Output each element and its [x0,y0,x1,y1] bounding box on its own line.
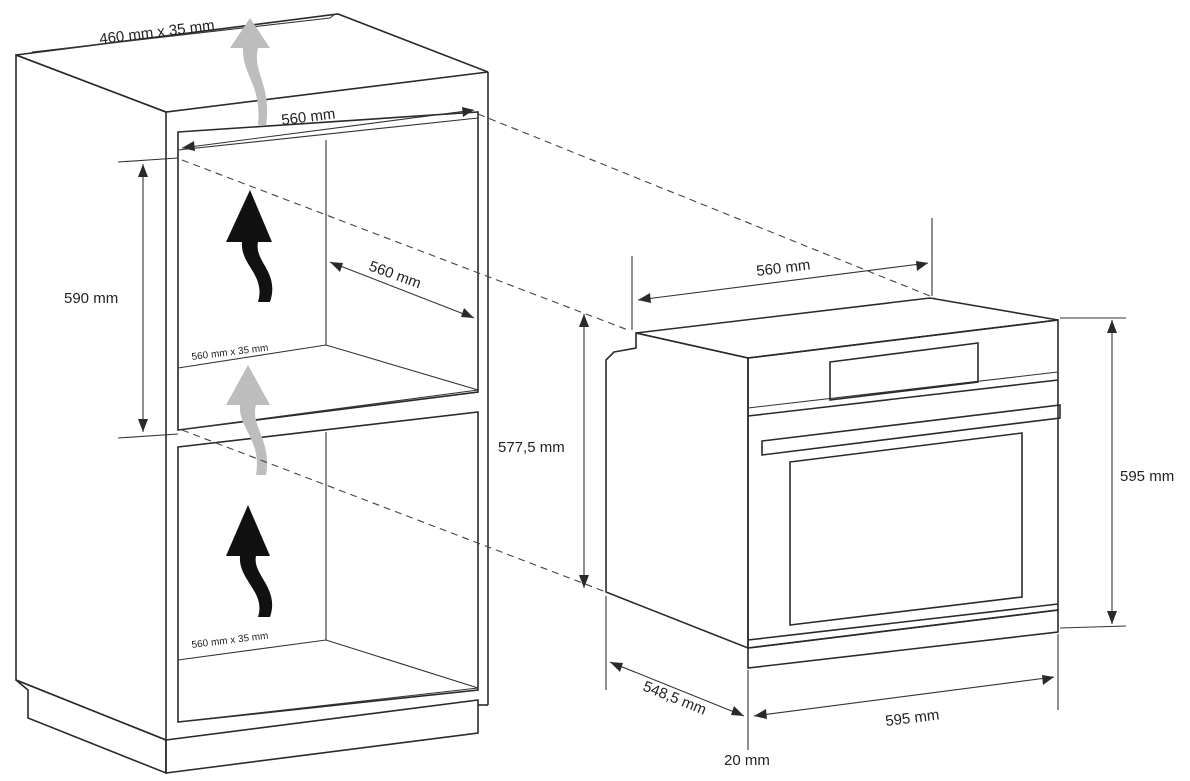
oven [605,297,1061,669]
airflow-arrows [226,18,273,617]
upper-niche [177,111,479,431]
oven-side [605,332,749,650]
niche-width-top-label: 560 mm [280,105,336,128]
oven-front-width-label: 595 mm [884,706,940,729]
cabinet [15,13,489,775]
front-thickness-label: 20 mm [724,752,770,769]
oven-door-handle [761,404,1061,456]
lower-niche [177,411,479,723]
cabinet-plinth-front [165,699,479,774]
lower-shelf [177,639,479,723]
airflow-arrow-icon [226,190,273,302]
airflow-arrow-icon [230,18,270,125]
airflow-arrow-icon [226,505,273,617]
oven-display [829,342,979,401]
vent-top-label: 460 mm x 35 mm [98,17,215,48]
cabinet-plinth [15,679,167,775]
cabinet-top-rim [31,13,336,53]
oven-door-window [789,432,1023,626]
niche-height-label: 590 mm [64,290,118,307]
projection-lines [181,113,936,593]
oven-depth-label: 548,5 mm [641,678,709,719]
oven-base-trim [747,609,1059,669]
airflow-arrow-icon [226,365,270,475]
oven-front-height-label: 595 mm [1120,468,1174,485]
oven-dimensions: 560 mm 577,5 mm 595 mm 548,5 mm 595 mm 2… [498,218,1174,769]
lower-shelf-vent-label: 560 mm x 35 mm [191,631,269,651]
oven-body-width-label: 560 mm [755,256,811,279]
oven-body-height-label: 577,5 mm [498,439,565,456]
